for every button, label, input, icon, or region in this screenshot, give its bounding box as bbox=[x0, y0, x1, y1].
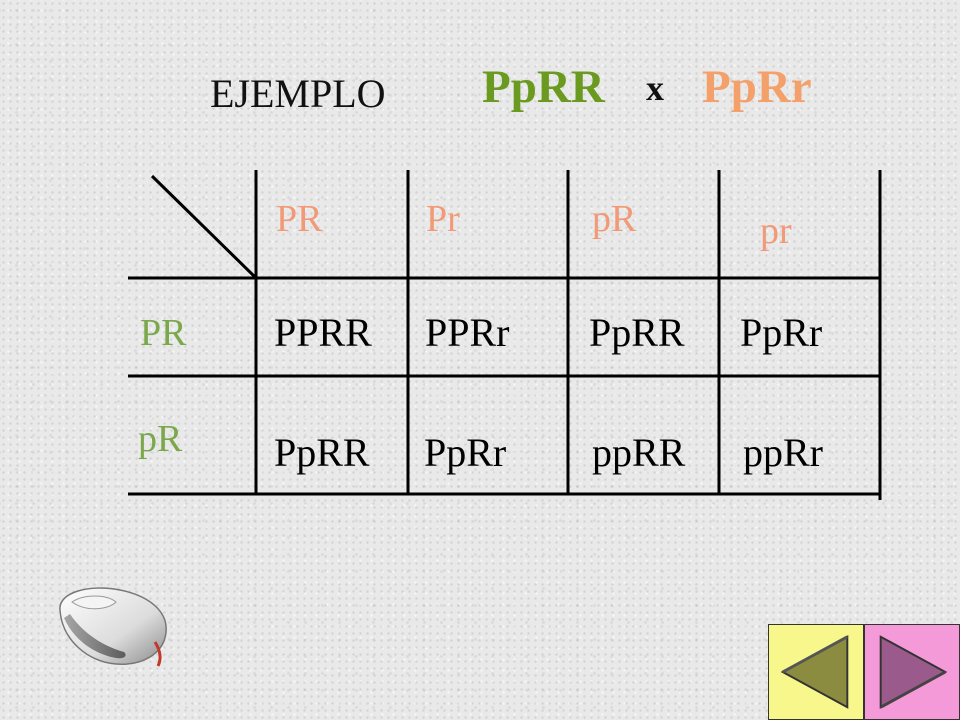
punnett-cell-r1-c1: PPRR bbox=[274, 310, 372, 355]
column-gamete-2: Pr bbox=[426, 198, 460, 240]
cross-symbol: x bbox=[646, 68, 664, 108]
triangle-right-icon bbox=[865, 625, 959, 719]
row-gamete-2: pR bbox=[138, 418, 183, 460]
punnett-cell-r1-c4: PpRr bbox=[740, 310, 823, 355]
punnett-cell-r2-c3: ppRR bbox=[592, 430, 686, 475]
page-title: EJEMPLO bbox=[210, 71, 386, 116]
nav-forward-button[interactable] bbox=[864, 624, 960, 720]
column-gamete-3: pR bbox=[592, 198, 637, 240]
punnett-cell-r2-c1: PpRR bbox=[274, 430, 370, 475]
triangle-left-icon bbox=[769, 625, 863, 719]
punnett-cell-r2-c4: ppRr bbox=[743, 430, 823, 475]
corner-diagonal bbox=[150, 174, 258, 280]
punnett-cell-r1-c3: PpRR bbox=[589, 310, 685, 355]
row-gamete-1: PR bbox=[140, 312, 187, 354]
computer-mouse-icon bbox=[59, 587, 167, 667]
punnett-cell-r1-c2: PPRr bbox=[425, 310, 510, 355]
column-gamete-1: PR bbox=[276, 198, 323, 240]
parent-1-genotype: PpRR bbox=[482, 61, 605, 113]
column-gamete-4: pr bbox=[760, 210, 792, 252]
parent-2-genotype: PpRr bbox=[702, 61, 812, 113]
nav-back-button[interactable] bbox=[768, 624, 864, 720]
punnett-cell-r2-c2: PpRr bbox=[424, 430, 507, 475]
